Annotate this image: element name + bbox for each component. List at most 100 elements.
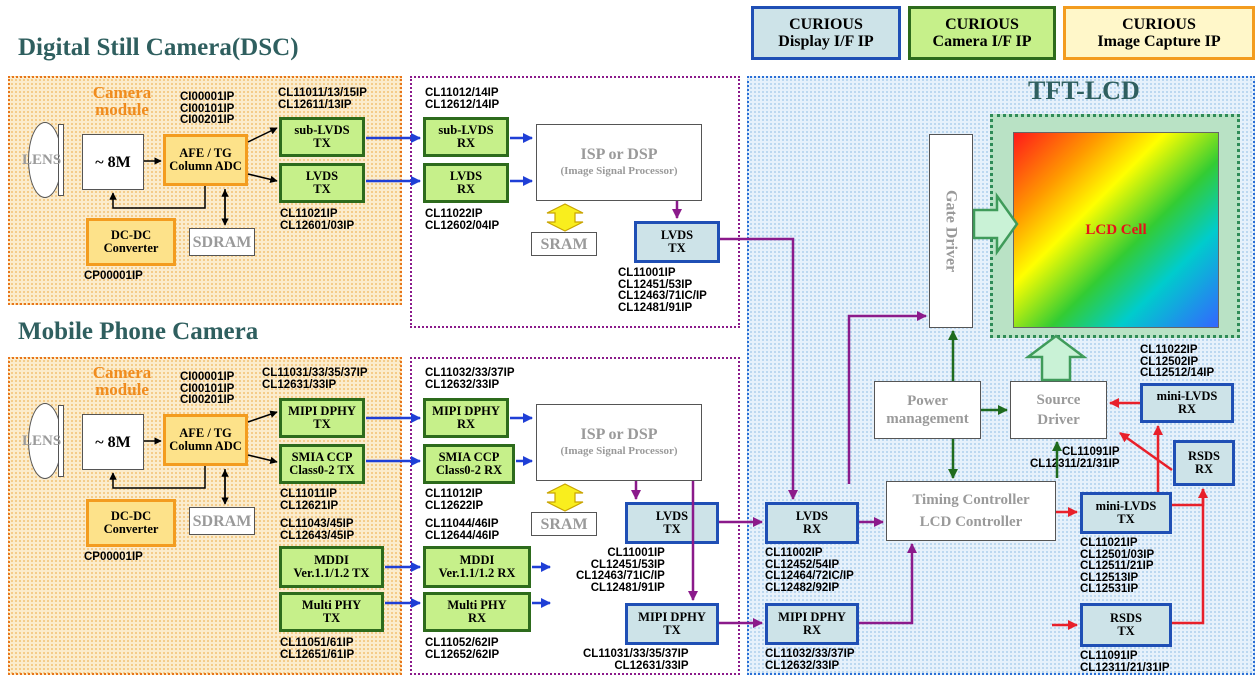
dsc-lvds-tx: LVDS TX — [279, 163, 365, 203]
legend-capture-line1: CURIOUS — [1122, 16, 1196, 33]
mobile-smia-rx-label: SMIA CCP Class0-2 RX — [435, 450, 503, 477]
power-management-label: Power management — [886, 393, 969, 427]
mobile-multi-tx-label: Multi PHY TX — [301, 598, 362, 625]
dsc-tx-top-ip: CL11011/13/15IP CL12611/13IP — [278, 87, 367, 111]
mobile-internal-arrows — [109, 410, 278, 505]
mobile-sram-label: SRAM — [540, 515, 588, 533]
lcd-minilvds-tx: mini-LVDS TX — [1080, 492, 1172, 534]
dsc-dcdc-label: DC-DC Converter — [103, 228, 159, 255]
dsc-sram-double-arrow — [546, 203, 584, 232]
dsc-dcdc: DC-DC Converter — [86, 218, 176, 266]
dsc-sublvds-rx-label: sub-LVDS RX — [438, 123, 494, 150]
lcd-lvds-rx: LVDS RX — [765, 502, 859, 544]
lcd-rsds-tx-label: RSDS TX — [1110, 611, 1142, 638]
mobile-mddi-tx-label: MDDI Ver.1.1/1.2 TX — [293, 553, 370, 580]
mobile-mipi-out-tx: MIPI DPHY TX — [625, 603, 719, 645]
mobile-cp-ip: CP00001IP — [84, 551, 143, 563]
lcd-mipi-rx-ip: CL11032/33/37IP CL12632/33IP — [765, 648, 855, 672]
mobile-multi-tx-ip: CL11051/61IP CL12651/61IP — [280, 637, 355, 661]
source-driver-label: Source Driver — [1036, 392, 1081, 428]
mobile-afe-label: AFE / TG Column ADC — [169, 426, 242, 453]
mobile-mipi-rx-label: MIPI DPHY RX — [432, 404, 500, 431]
dsc-sdram: SDRAM — [189, 228, 255, 256]
legend-display-if: CURIOUS Display I/F IP — [751, 6, 901, 60]
dsc-cp-ip: CP00001IP — [84, 270, 143, 282]
mobile-afe: AFE / TG Column ADC — [163, 414, 248, 466]
dsc-isp-sub: (Image Signal Processor) — [560, 164, 678, 177]
dsc-sensor-label: ~ 8M — [95, 153, 131, 171]
mobile-smia-rx: SMIA CCP Class0-2 RX — [423, 444, 515, 484]
power-management: Power management — [874, 381, 981, 439]
dsc-lens-filter — [58, 124, 64, 196]
lcd-cell-label: LCD Cell — [1085, 221, 1147, 238]
dsc-sublvds-rx: sub-LVDS RX — [423, 117, 509, 157]
dsc-lens-label: LENS — [22, 152, 62, 168]
mobile-lens-label: LENS — [22, 433, 62, 449]
legend-display-line2: Display I/F IP — [778, 33, 874, 50]
dsc-sublvds-tx-label: sub-LVDS TX — [294, 123, 350, 150]
source-driver: Source Driver — [1010, 381, 1107, 439]
mobile-multi-rx: Multi PHY RX — [423, 592, 531, 632]
mobile-lens-filter — [58, 405, 64, 477]
tft-lcd-title: TFT-LCD — [1028, 76, 1140, 105]
dsc-rx-top-ip: CL11012/14IP CL12612/14IP — [425, 87, 500, 111]
dsc-processor-zone — [410, 76, 740, 328]
dsc-internal-arrows — [109, 127, 278, 226]
mobile-mddi-tx: MDDI Ver.1.1/1.2 TX — [279, 546, 384, 588]
dsc-out-tx-ip: CL11001IP CL12451/53IP CL12463/71IC/IP C… — [618, 267, 707, 314]
dsc-out-lvds-tx: LVDS TX — [634, 221, 720, 263]
mobile-lvds-tx: LVDS TX — [625, 502, 719, 544]
mobile-smia-tx-ip: CL11011IP CL12621IP — [280, 488, 339, 512]
mobile-sensor-label: ~ 8M — [95, 433, 131, 451]
dsc-title: Digital Still Camera(DSC) — [18, 34, 299, 61]
lcd-minilvds-tx-label: mini-LVDS TX — [1095, 499, 1157, 526]
mobile-multi-tx: Multi PHY TX — [279, 592, 384, 632]
timing-controller-label: Timing Controller LCD Controller — [912, 492, 1030, 530]
mobile-dcdc-label: DC-DC Converter — [103, 509, 159, 536]
mobile-sdram: SDRAM — [189, 507, 255, 535]
dsc-camera-module-label: Camera module — [92, 83, 152, 119]
mobile-mipi-rx: MIPI DPHY RX — [423, 398, 509, 438]
mobile-lens — [28, 403, 62, 479]
legend-display-line1: CURIOUS — [789, 16, 863, 33]
lcd-minilvds-rx: mini-LVDS RX — [1140, 383, 1234, 423]
mobile-dcdc: DC-DC Converter — [86, 499, 176, 547]
green-link-arrows — [948, 330, 1062, 479]
mobile-isp: ISP or DSP (Image Signal Processor) — [536, 404, 702, 481]
lcd-rsds-rx: RSDS RX — [1173, 440, 1235, 486]
dsc-sublvds-tx: sub-LVDS TX — [279, 117, 365, 157]
legend-capture-line2: Image Capture IP — [1097, 33, 1221, 50]
lcd-rsds-rx-ip: CL11091IP CL12311/21/31IP — [1030, 446, 1120, 470]
lcd-minilvds-rx-label: mini-LVDS RX — [1156, 389, 1218, 416]
dsc-isp: ISP or DSP (Image Signal Processor) — [536, 124, 702, 201]
mobile-smia-tx-label: SMIA CCP Class0-2 TX — [289, 450, 355, 477]
mobile-lvds-tx-label: LVDS TX — [655, 509, 689, 536]
lcd-rsds-tx-ip: CL11091IP CL12311/21/31IP — [1080, 650, 1170, 674]
mobile-ci-ip: CI00001IP CI00101IP CI00201IP — [180, 371, 235, 406]
mobile-sensor: ~ 8M — [82, 414, 144, 470]
dsc-ci-ip: CI00001IP CI00101IP CI00201IP — [180, 91, 235, 126]
red-link-arrows — [1052, 398, 1208, 630]
mobile-smia-rx-ip: CL11012IP CL12622IP — [425, 488, 484, 512]
lcd-minilvds-rx-ip: CL11022IP CL12502IP CL12512/14IP — [1140, 344, 1215, 379]
blue-link-arrows — [366, 133, 551, 608]
gate-to-cell-arrow — [972, 192, 1019, 256]
mobile-multi-rx-ip: CL11052/62IP CL12652/62IP — [425, 637, 500, 661]
dsc-out-lvds-tx-label: LVDS TX — [660, 228, 694, 255]
mobile-sdram-label: SDRAM — [192, 512, 252, 530]
mobile-smia-tx: SMIA CCP Class0-2 TX — [279, 444, 365, 484]
dsc-sram: SRAM — [531, 232, 597, 256]
legend-camera-line2: Camera I/F IP — [932, 33, 1032, 50]
mobile-processor-zone — [410, 357, 740, 675]
mobile-isp-sub: (Image Signal Processor) — [560, 444, 678, 457]
source-to-cell-arrow — [1024, 334, 1088, 382]
mobile-title: Mobile Phone Camera — [18, 318, 259, 345]
mobile-mipi-out-tx-ip: CL11031/33/35/37IP CL12631/33IP — [583, 648, 689, 672]
mobile-lvds-tx-ip: CL11001IP CL12451/53IP CL12463/71IC/IP C… — [576, 547, 665, 594]
legend-camera-line1: CURIOUS — [945, 16, 1019, 33]
mobile-mipi-tx-label: MIPI DPHY TX — [288, 404, 356, 431]
mobile-multi-rx-label: Multi PHY RX — [447, 598, 507, 625]
dsc-sdram-label: SDRAM — [192, 233, 252, 251]
mobile-mddi-rx: MDDI Ver.1.1/1.2 RX — [423, 546, 531, 588]
